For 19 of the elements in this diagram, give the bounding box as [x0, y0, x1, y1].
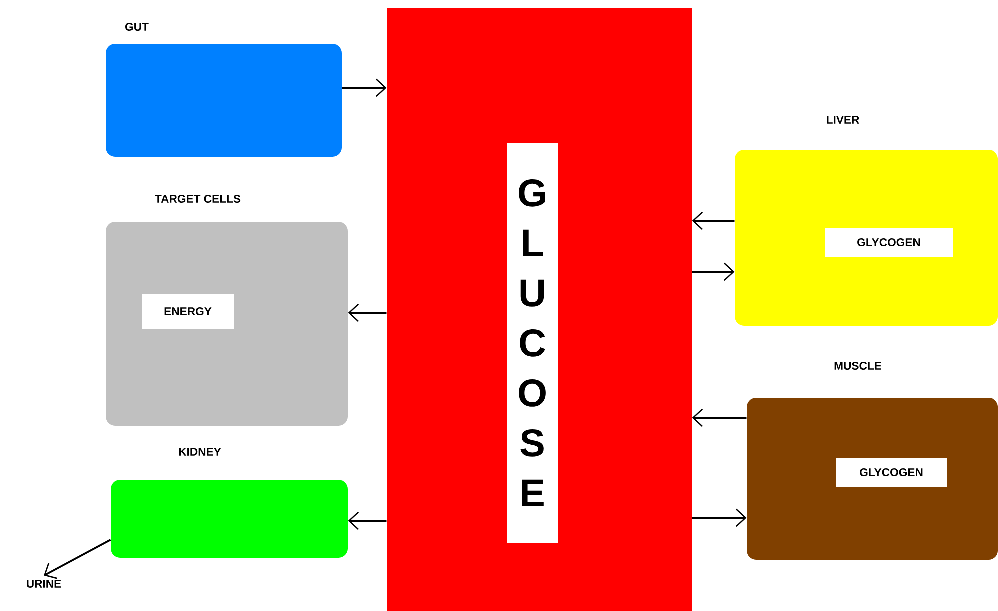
- arrow: [342, 78, 387, 98]
- store-box: GLYCOGEN: [836, 458, 947, 487]
- blood-band: [387, 8, 692, 611]
- glucose-box: GLUCOSE: [507, 143, 558, 543]
- store-box: ENERGY: [142, 294, 234, 329]
- box-heading: KIDNEY: [179, 448, 222, 456]
- arrow: [348, 304, 387, 322]
- box-heading: LIVER: [827, 116, 860, 124]
- store-box: GLYCOGEN: [825, 228, 954, 257]
- bare-label: URINE: [27, 580, 62, 588]
- arrow: [692, 262, 735, 282]
- arrow: [44, 539, 112, 580]
- arrow: [692, 212, 735, 230]
- box-heading: TARGET CELLS: [155, 195, 241, 203]
- arrow: [692, 508, 747, 528]
- arrow: [348, 512, 387, 530]
- box-heading: GUT: [126, 23, 149, 31]
- arrow: [692, 408, 747, 428]
- box-heading: MUSCLE: [834, 362, 882, 370]
